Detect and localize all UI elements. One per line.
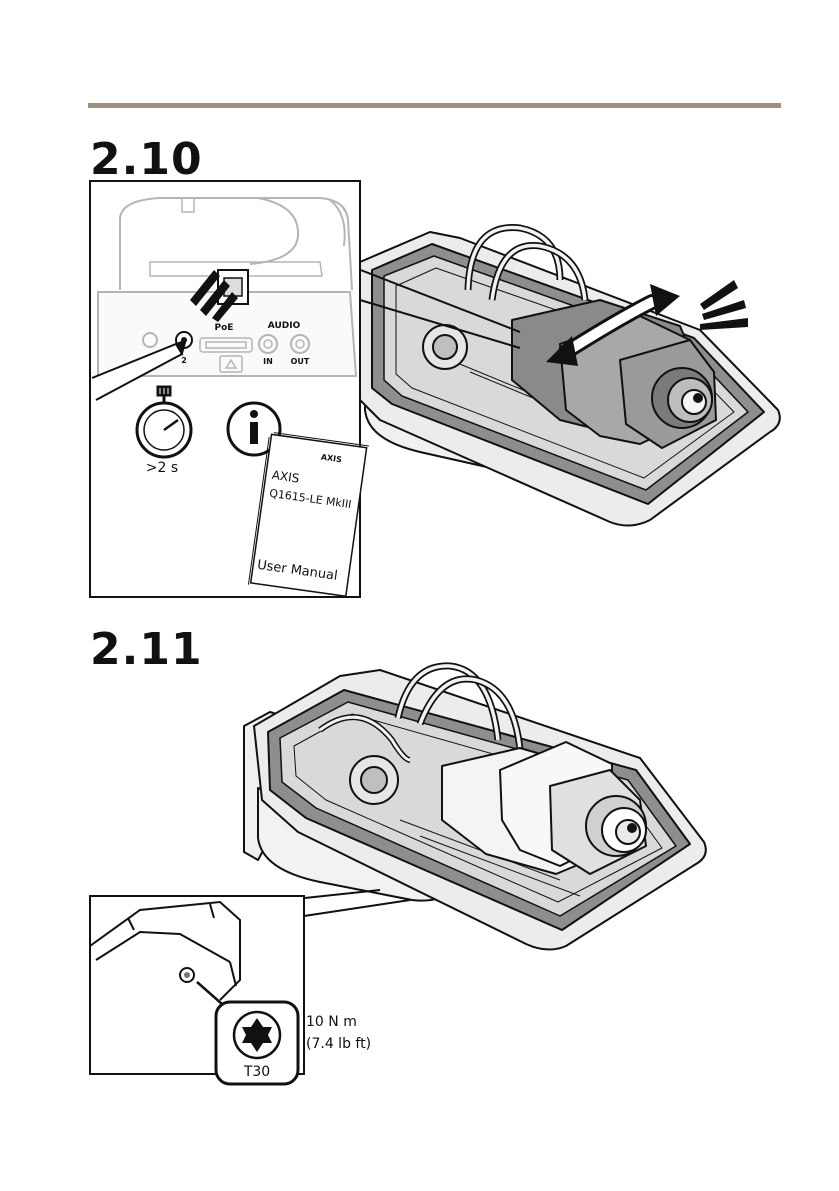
sound-lines-icon bbox=[700, 280, 748, 330]
camera-housing-mounted-2-11 bbox=[244, 666, 706, 950]
detail-box-2-10: PoE AUDIO IN OUT 2 >2 s AXIS bbox=[90, 181, 369, 599]
bit-label: T30 bbox=[243, 1064, 270, 1080]
poe-label: PoE bbox=[215, 323, 234, 333]
audio-out-label: OUT bbox=[291, 357, 310, 366]
torque-label: 10 N m bbox=[306, 1014, 357, 1030]
camera-housing-open-2-10 bbox=[360, 228, 780, 526]
torque-imperial-label: (7.4 lb ft) bbox=[306, 1036, 371, 1052]
audio-in-label: IN bbox=[263, 357, 273, 366]
timer-label: >2 s bbox=[146, 460, 178, 476]
audio-label: AUDIO bbox=[268, 321, 301, 331]
button-number-label: 2 bbox=[181, 356, 187, 365]
detail-box-2-11: T30 10 N m (7.4 lb ft) bbox=[90, 896, 371, 1084]
